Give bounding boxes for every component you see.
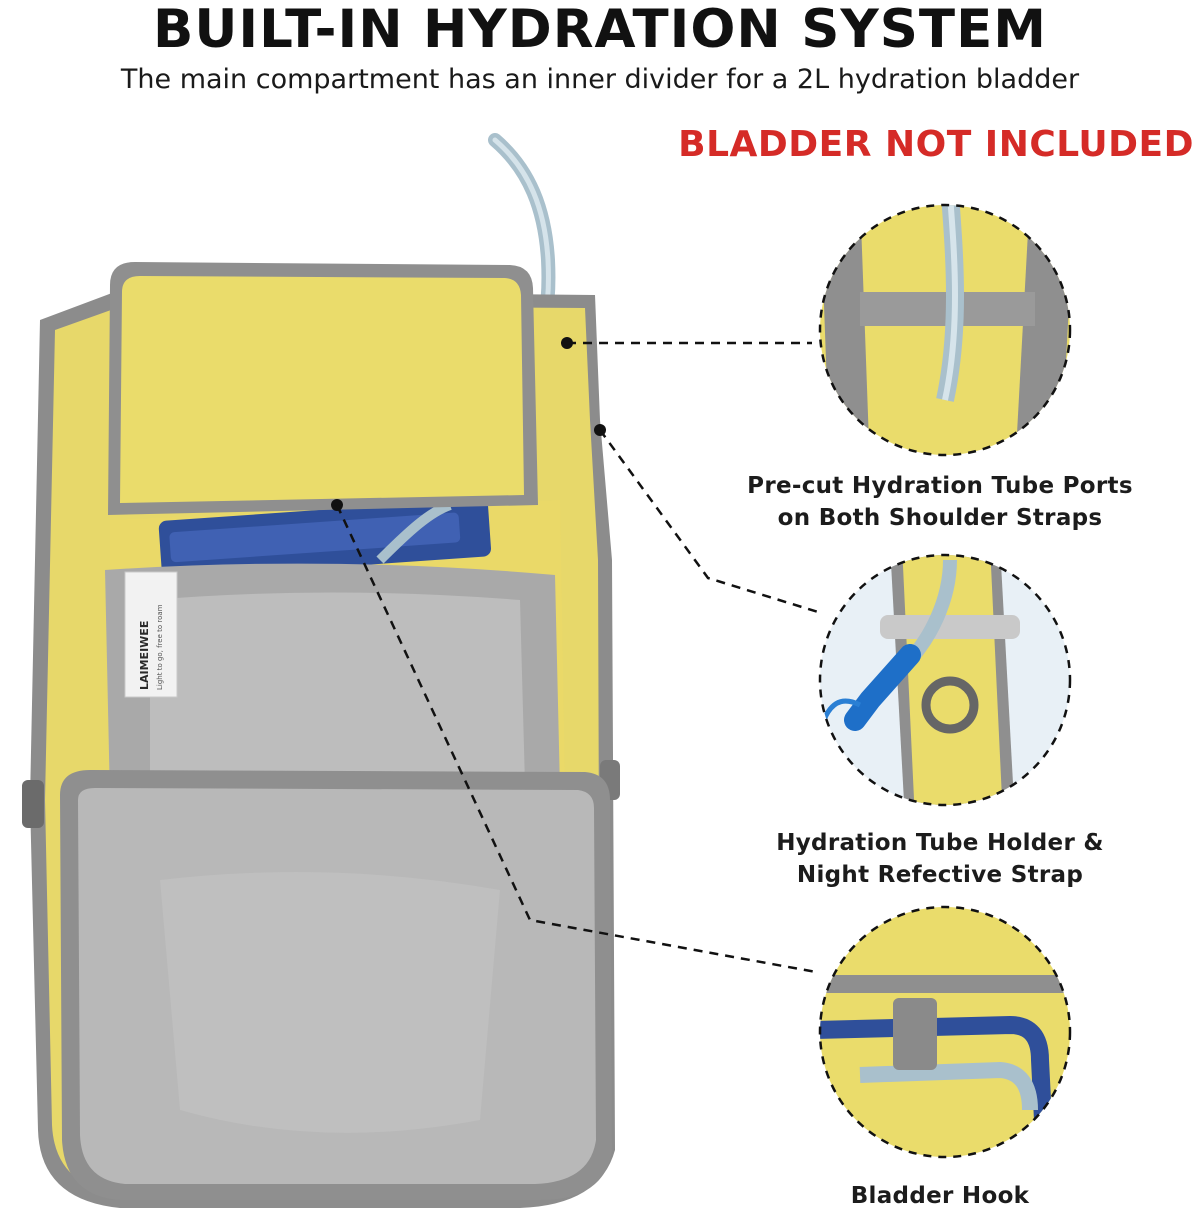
bladder-hook-tab xyxy=(893,998,937,1070)
callout-bladder-hook-image xyxy=(818,905,1072,1159)
backpack-image: LAIMEIWEE Light to go, free to roam xyxy=(22,133,620,1208)
callout-label-line: Pre-cut Hydration Tube Ports xyxy=(747,473,1133,499)
callout-label-line: Night Refective Strap xyxy=(796,862,1084,888)
callout-bladder-hook-label: Bladder Hook xyxy=(720,1180,1160,1212)
callout-tube-holder-image xyxy=(818,553,1072,807)
callout-tube-ports-label: Pre-cut Hydration Tube Ports on Both Sho… xyxy=(720,470,1160,534)
callout-label-line: Hydration Tube Holder & xyxy=(776,830,1104,856)
brand-label-text: LAIMEIWEE xyxy=(138,621,151,690)
bladder-warning: BLADDER NOT INCLUDED xyxy=(678,124,1194,165)
callout-label-line: Bladder Hook xyxy=(850,1183,1030,1209)
callout-tube-holder-label: Hydration Tube Holder & Night Refective … xyxy=(720,827,1160,891)
page-subtitle: The main compartment has an inner divide… xyxy=(120,64,1080,95)
brand-label: LAIMEIWEE Light to go, free to roam xyxy=(124,571,178,698)
callout-label-line: on Both Shoulder Straps xyxy=(777,505,1103,531)
brand-label-tagline: Light to go, free to roam xyxy=(156,604,164,690)
callout-tube-ports-image xyxy=(818,203,1072,457)
page-title: BUILT-IN HYDRATION SYSTEM xyxy=(152,0,1048,60)
callout-leader-lines xyxy=(331,337,819,974)
